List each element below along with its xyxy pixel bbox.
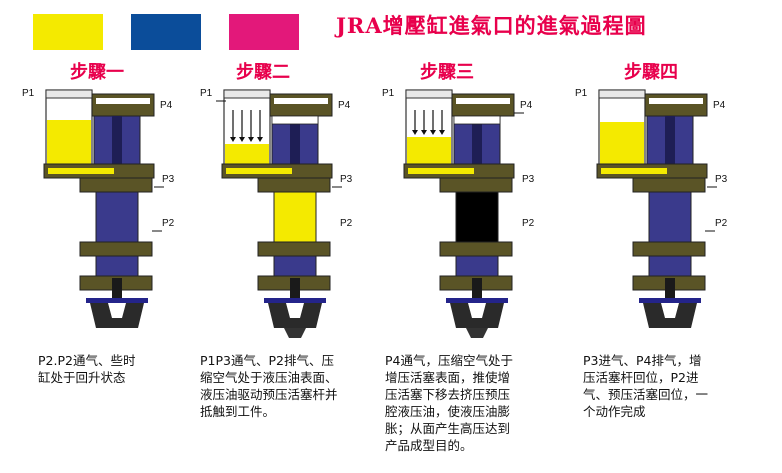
booster-air-gap xyxy=(649,98,703,104)
booster-head xyxy=(451,93,515,117)
pressure-arrowhead xyxy=(421,130,427,135)
cylinder-lower-flange xyxy=(257,241,331,257)
port-label-p4: P4 xyxy=(713,100,726,111)
port-label-p3: P3 xyxy=(522,174,535,185)
cylinder-flange xyxy=(439,177,513,193)
port-label-p1: P1 xyxy=(22,88,35,99)
oil-channel xyxy=(601,168,667,174)
booster-air-gap xyxy=(96,98,150,104)
oil-channel xyxy=(48,168,114,174)
oil-channel xyxy=(408,168,474,174)
booster-head xyxy=(269,93,333,117)
port-label-p4: P4 xyxy=(338,100,351,111)
booster-head xyxy=(91,93,155,117)
pressure-arrowhead xyxy=(257,137,263,142)
cylinder-lower-flange xyxy=(79,241,153,257)
reservoir-cap xyxy=(45,89,93,99)
reservoir-oil xyxy=(47,120,91,166)
cylinder-lower-flange xyxy=(632,241,706,257)
pressure-chamber xyxy=(648,191,692,243)
preload-piston xyxy=(273,255,317,277)
oil-channel xyxy=(226,168,292,174)
die-cavity xyxy=(661,303,679,318)
cylinder-flange xyxy=(257,177,331,193)
port-label-p2: P2 xyxy=(340,218,353,229)
port-label-p4: P4 xyxy=(160,100,173,111)
reservoir-oil xyxy=(225,144,269,166)
die-cavity xyxy=(108,303,126,318)
port-label-p1: P1 xyxy=(575,88,588,99)
booster-head xyxy=(644,93,708,117)
piston-rod xyxy=(112,278,122,304)
booster-rod xyxy=(290,116,300,164)
booster-air-gap xyxy=(456,98,510,104)
step-3-label: 步驟三 xyxy=(420,62,474,83)
pressure-chamber xyxy=(95,191,139,243)
die-plate xyxy=(639,298,701,303)
port-label-p4: P4 xyxy=(520,100,533,111)
die-cavity xyxy=(286,303,304,318)
booster-top-air xyxy=(271,115,319,125)
reservoir-oil xyxy=(407,137,451,166)
port-label-p1: P1 xyxy=(382,88,395,99)
port-label-p3: P3 xyxy=(715,174,728,185)
port-label-p3: P3 xyxy=(162,174,175,185)
die-cavity xyxy=(468,303,486,318)
cylinder-lower-flange xyxy=(439,241,513,257)
booster-rod xyxy=(472,116,482,164)
magenta-swatch xyxy=(229,14,299,50)
yellow-swatch xyxy=(33,14,103,50)
booster-rod xyxy=(665,116,675,164)
step-1-label: 步驟一 xyxy=(70,62,124,83)
diagram-title: JRA增壓缸進氣口的進氣過程圖 xyxy=(336,13,647,38)
pressure-arrowhead xyxy=(430,130,436,135)
booster-top-air xyxy=(453,115,501,125)
die-plate xyxy=(264,298,326,303)
port-label-p2: P2 xyxy=(162,218,175,229)
blue-swatch xyxy=(131,14,201,50)
preload-piston xyxy=(648,255,692,277)
cylinder-flange xyxy=(632,177,706,193)
reservoir-cap xyxy=(223,89,271,99)
punch-tool xyxy=(465,326,489,338)
cylinder-flange xyxy=(79,177,153,193)
pressure-arrowhead xyxy=(239,137,245,142)
preload-piston xyxy=(455,255,499,277)
pressure-arrowhead xyxy=(439,130,445,135)
pressure-arrowhead xyxy=(248,137,254,142)
booster-rod xyxy=(112,116,122,164)
step-1-description: P2.P2通气、些时 缸处于回升状态 xyxy=(38,353,136,385)
pressure-arrowhead xyxy=(230,137,236,142)
port-label-p3: P3 xyxy=(340,174,353,185)
piston-rod xyxy=(665,278,675,304)
port-label-p2: P2 xyxy=(522,218,535,229)
step-2-description: P1P3通气、P2排气、压 缩空气处于液压油表面、 液压油驱动预压活塞杆并 抵触… xyxy=(200,353,338,419)
reservoir-oil xyxy=(600,122,644,166)
die-plate xyxy=(446,298,508,303)
booster-air-gap xyxy=(274,98,328,104)
pressure-arrowhead xyxy=(412,130,418,135)
port-label-p1: P1 xyxy=(200,88,213,99)
punch-tool xyxy=(283,326,307,338)
die-plate xyxy=(86,298,148,303)
step-4-description: P3进气、P4排气，增 压活塞杆回位，P2进 气、预压活塞回位，一 个动作完成 xyxy=(583,353,709,419)
preload-piston xyxy=(95,255,139,277)
step-2-label: 步驟二 xyxy=(236,62,290,83)
pressure-chamber xyxy=(455,191,499,243)
step-3-description: P4通气，压缩空气处于 增压活塞表面，推使增 压活塞下移去挤压预压 腔液压油，使… xyxy=(385,353,513,453)
step-4-label: 步驟四 xyxy=(624,62,678,83)
reservoir-cap xyxy=(598,89,646,99)
port-label-p2: P2 xyxy=(715,218,728,229)
reservoir-cap xyxy=(405,89,453,99)
pressure-chamber xyxy=(273,191,317,243)
